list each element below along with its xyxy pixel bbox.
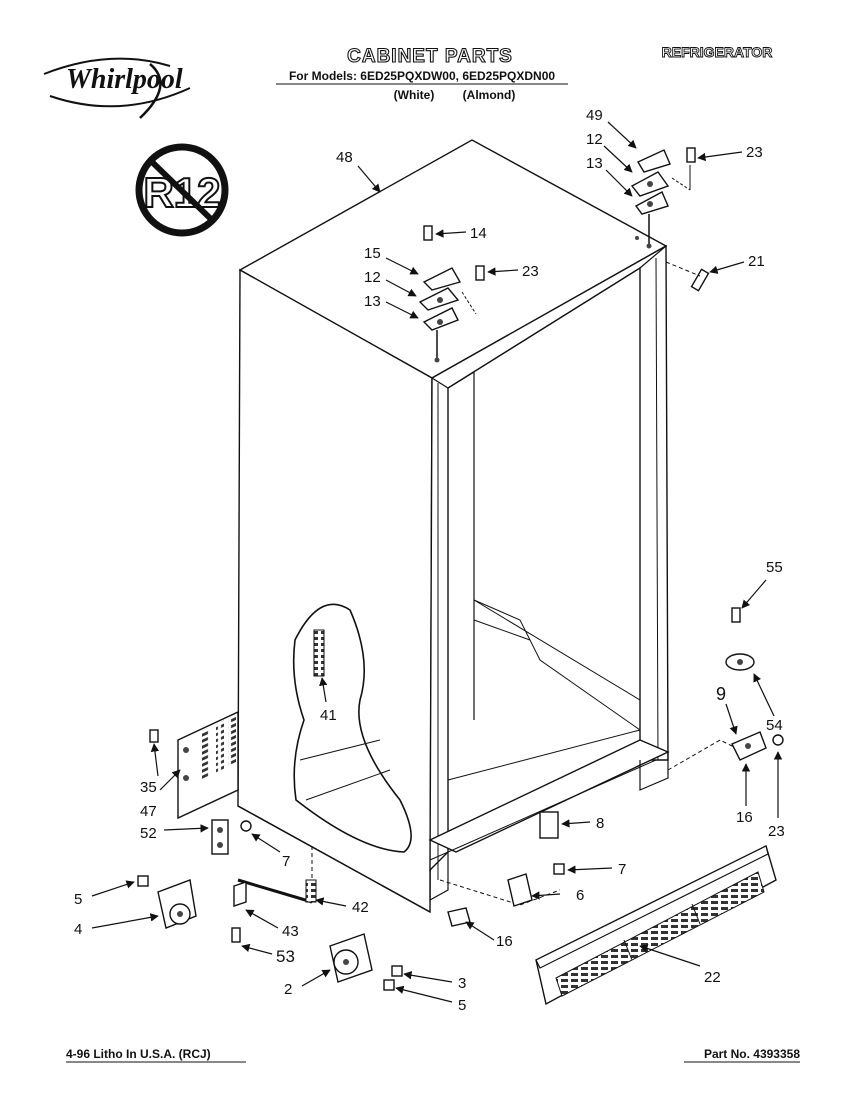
callout-12-center: 12 [364,269,381,286]
callout-4: 4 [74,921,82,938]
cabinet-body [237,139,737,914]
callout-2: 2 [284,981,292,998]
callout-3: 3 [458,975,466,992]
callout-8: 8 [596,815,604,832]
callout-23-center: 23 [522,263,539,280]
color-almond: (Almond) [463,88,516,102]
color-white: (White) [394,88,435,102]
callout-53: 53 [276,947,295,966]
callout-43: 43 [282,923,299,940]
callout-16-right: 16 [736,809,753,826]
part-number: Part No. 4393358 [704,1047,800,1061]
callout-14: 14 [470,225,487,242]
callout-23-top: 23 [746,144,763,161]
callout-labels: 48 49 12 13 23 14 15 12 13 23 21 41 55 9… [74,107,785,1014]
callout-13-center: 13 [364,293,381,310]
callout-55: 55 [766,559,783,576]
callout-52: 52 [140,825,157,842]
lower-center-parts [447,811,565,927]
drain-spring [313,629,325,677]
callout-15: 15 [364,245,381,262]
brand-name: Whirlpool [66,64,183,95]
callout-23-lower: 23 [768,823,785,840]
callout-5-bottom: 5 [458,997,466,1014]
callout-48: 48 [336,149,353,166]
callout-12-right: 12 [586,131,603,148]
callout-13-right: 13 [586,155,603,172]
callout-42: 42 [352,899,369,916]
callout-6: 6 [576,887,584,904]
callout-9: 9 [716,684,726,704]
upper-hinge-center [418,225,485,363]
callout-22: 22 [704,969,721,986]
litho-note: 4-96 Litho In U.S.A. (RCJ) [66,1047,211,1061]
lower-left-parts [137,729,403,991]
models-line: For Models: 6ED25PQXDW00, 6ED25PQXDN00 [289,69,555,83]
callout-5-left: 5 [74,891,82,908]
callout-21: 21 [748,253,765,270]
lower-hinge-right [725,607,784,761]
leader-lines [91,121,783,1003]
callout-54: 54 [766,717,783,734]
callout-16-bottom: 16 [496,933,513,950]
callout-35: 35 [140,779,157,796]
callout-41: 41 [320,707,337,724]
callout-7-left: 7 [282,853,290,870]
page-title: CABINET PARTS [347,46,513,67]
whirlpool-logo: Whirlpool [43,57,191,119]
part-21-clip [690,268,710,292]
upper-hinge-right [630,147,710,292]
r12-badge: R12 [135,143,229,237]
callout-47: 47 [140,803,157,820]
callout-7-center: 7 [618,861,626,878]
category-label: REFRIGERATOR [662,44,773,60]
callout-49: 49 [586,107,603,124]
rear-panel [177,710,239,820]
side-cutaway [292,603,412,853]
base-grille [535,845,777,1006]
